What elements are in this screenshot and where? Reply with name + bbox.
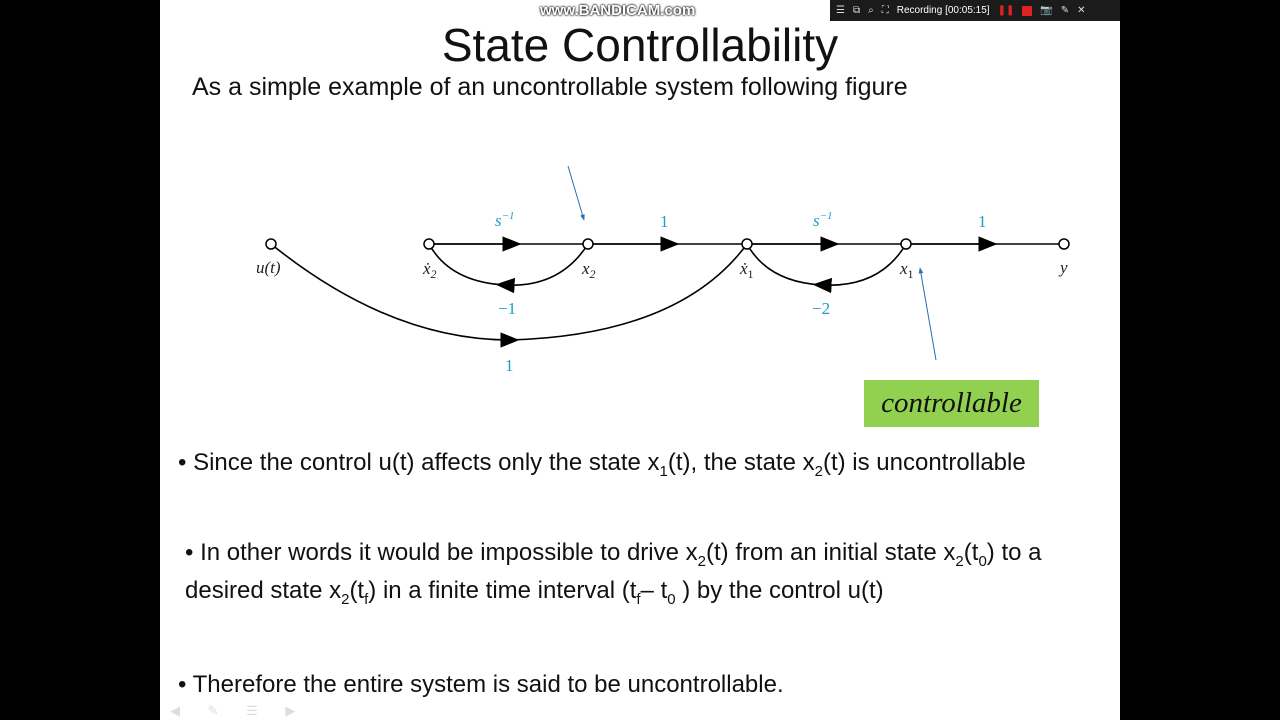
label-y: y [1058,258,1068,277]
annotation-arrow-x2 [567,165,585,221]
input-branch-tail [509,243,748,341]
node-x1dot [741,238,753,250]
label-u: u(t) [256,258,281,277]
recording-status: Recording [00:05:15] [896,5,990,16]
gain-input: 1 [505,356,514,375]
slide-title: State Controllability [441,19,839,71]
slide: State Controllability www.BANDICAM.com A… [160,0,1120,720]
input-branch [270,243,520,348]
feedback-branch-2-tail [746,243,823,286]
controllable-badge: controllable [864,380,1039,427]
bullet-3: • Therefore the entire system is said to… [178,671,784,698]
gain-fb2: −2 [812,299,830,318]
bullet-1: • Since the control u(t) affects only th… [178,449,1026,480]
stop-icon[interactable] [1022,5,1033,16]
feedback-branch-1 [495,243,589,294]
label-x1dot: ẋ1 [739,259,754,281]
fullscreen-icon[interactable]: ⛶ [881,5,889,16]
region-search-icon[interactable]: ⌕ [868,5,874,16]
pencil-icon[interactable]: ✎ [1060,5,1070,16]
node-x2 [582,238,594,250]
close-icon[interactable]: ✕ [1077,5,1086,16]
pause-icon[interactable]: ❚❚ [997,5,1015,16]
label-x2: x2 [581,259,596,281]
camera-icon[interactable]: 📷 [1040,5,1053,16]
feedback-branch-1-tail [428,243,506,286]
slide-nav-icons[interactable]: ◀ ✎ ☰ ▶ [170,703,308,718]
label-x2dot: ẋ2 [422,259,437,281]
window-icon[interactable]: ⧉ [852,5,861,16]
gain-1b: 1 [978,212,987,231]
watermark: www.BANDICAM.com [540,2,696,19]
bullet-2: • In other words it would be impossible … [185,539,1042,608]
recorder-toolbar: ☰ ⧉ ⌕ ⛶ Recording [00:05:15] ❚❚ 📷 ✎ ✕ [830,0,1120,21]
gain-fb1: −1 [498,299,516,318]
node-x1 [900,238,912,250]
node-y [1058,238,1070,250]
gain-s2: s−1 [813,210,833,230]
label-x1: x1 [899,259,914,281]
node-x2dot [423,238,435,250]
node-u [265,238,277,250]
feedback-branch-2 [812,243,907,294]
signal-flow-graph: u(t) ẋ2 x2 ẋ1 x1 y s−1 1 s−1 1 −1 −2 1 [256,165,1070,375]
slide-subtitle: As a simple example of an uncontrollable… [192,73,908,101]
annotation-arrow-x1 [918,267,937,361]
gain-s1: s−1 [495,210,515,230]
gain-1a: 1 [660,212,669,231]
menu-icon[interactable]: ☰ [836,5,845,16]
